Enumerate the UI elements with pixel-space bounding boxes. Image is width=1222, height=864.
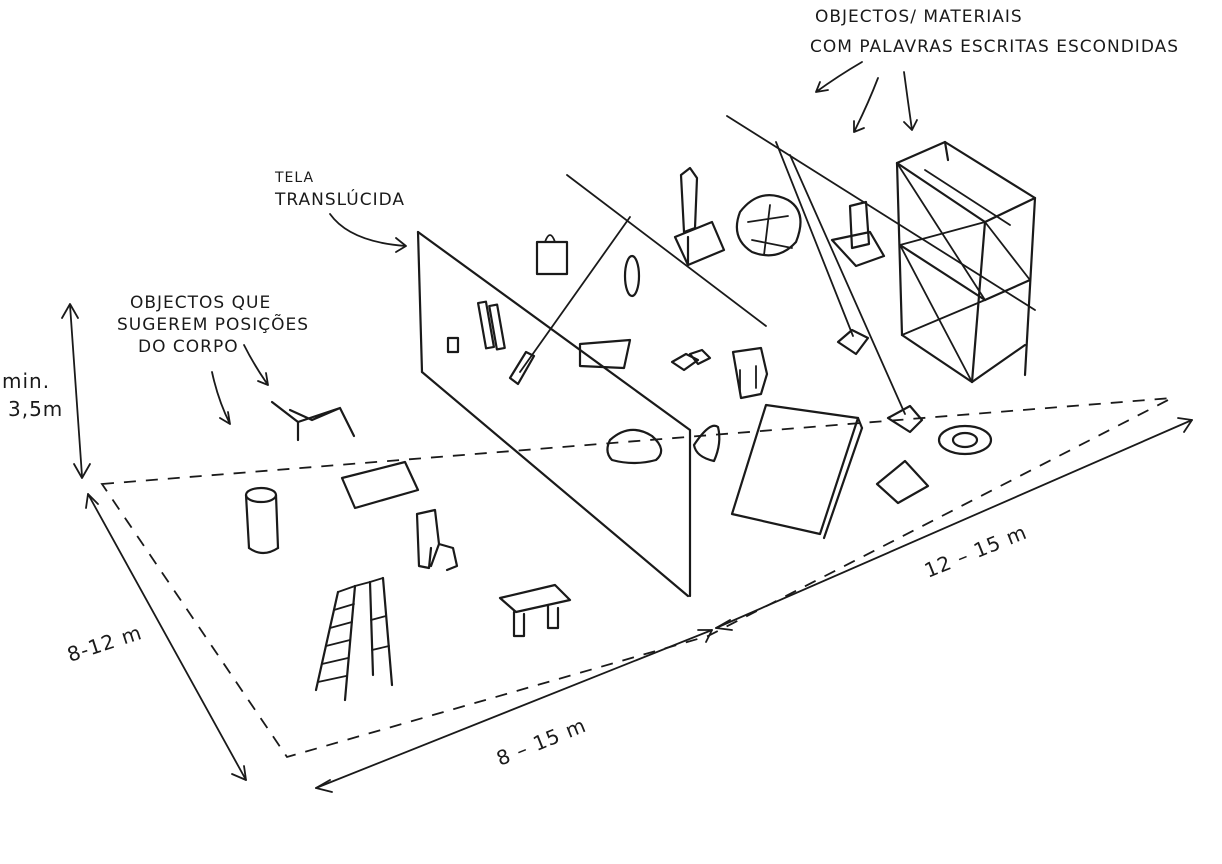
depth-dimension-line bbox=[87, 493, 247, 781]
coil-object bbox=[937, 424, 993, 456]
cylinder-object bbox=[244, 486, 278, 504]
floor-mat-front bbox=[340, 460, 420, 510]
floor-mat-back bbox=[578, 338, 632, 370]
body-posture-object bbox=[270, 400, 356, 442]
label-height-line2: 3,5m bbox=[8, 397, 63, 421]
wire-2 bbox=[726, 115, 1036, 311]
arrow-body-objects-2 bbox=[243, 344, 269, 386]
label-hidden-words-line2: COM PALAVRAS ESCRITAS ESCONDIDAS bbox=[810, 37, 1179, 57]
annotation-arrows bbox=[211, 61, 918, 425]
label-body-objects-line3: DO CORPO bbox=[138, 337, 239, 357]
box-object bbox=[673, 220, 726, 267]
back-width-dimension-line bbox=[715, 419, 1193, 629]
small-box-object bbox=[446, 336, 460, 354]
arrow-hidden-words-1 bbox=[815, 61, 863, 93]
foreground-objects bbox=[244, 400, 572, 702]
hanging-object-2 bbox=[508, 350, 536, 386]
object-behind-screen bbox=[692, 424, 721, 463]
wire-drop-3 bbox=[789, 154, 906, 415]
chair-object bbox=[415, 508, 459, 572]
arrow-body-objects-1 bbox=[211, 371, 231, 425]
front-width-dimension-line bbox=[315, 629, 713, 789]
label-body-objects-line1: OBJECTOS QUE bbox=[130, 293, 271, 313]
bag-on-floor bbox=[606, 428, 663, 465]
large-mat bbox=[730, 403, 860, 536]
label-height-line1: min. bbox=[2, 369, 50, 393]
wire-1 bbox=[566, 174, 767, 327]
background-objects bbox=[446, 166, 993, 540]
table-object bbox=[498, 583, 572, 614]
arrow-screen bbox=[329, 213, 407, 253]
label-body-objects-line2: SUGEREM POSIÇÕES bbox=[117, 313, 309, 335]
hanging-object-1 bbox=[623, 254, 641, 298]
label-back-width: 12 – 15 m bbox=[921, 520, 1031, 583]
translucent-screen bbox=[416, 230, 692, 598]
wire-drop-2 bbox=[775, 141, 854, 337]
standing-object bbox=[679, 166, 699, 234]
label-screen-line2: TRANSLÚCIDA bbox=[274, 188, 405, 210]
chair-back-object bbox=[848, 200, 871, 250]
label-front-width: 8 – 15 m bbox=[493, 713, 590, 771]
arrow-hidden-words-3 bbox=[903, 71, 918, 131]
wire-drop-1 bbox=[519, 216, 631, 373]
label-screen-line1: TELA bbox=[274, 170, 314, 186]
hanging-wires bbox=[519, 115, 1036, 415]
stool-object bbox=[731, 346, 769, 400]
hanging-object-3 bbox=[836, 328, 870, 356]
arrow-hidden-words-2 bbox=[853, 77, 879, 133]
plank-object bbox=[476, 300, 496, 350]
hanging-object-4 bbox=[886, 404, 924, 434]
book-object bbox=[875, 459, 930, 505]
floor-outline bbox=[100, 397, 1173, 759]
small-object-1 bbox=[670, 352, 700, 372]
floor-perimeter bbox=[100, 397, 1173, 759]
rock-object bbox=[735, 194, 802, 257]
dimension-lines bbox=[61, 303, 1193, 793]
label-depth: 8-12 m bbox=[64, 620, 145, 667]
ladder-object bbox=[314, 576, 394, 702]
bag-object bbox=[535, 240, 569, 276]
height-dimension-line bbox=[69, 304, 83, 477]
label-hidden-words-line1: OBJECTOS/ MATERIAIS bbox=[815, 7, 1023, 27]
scaffold-tower bbox=[895, 140, 1037, 384]
